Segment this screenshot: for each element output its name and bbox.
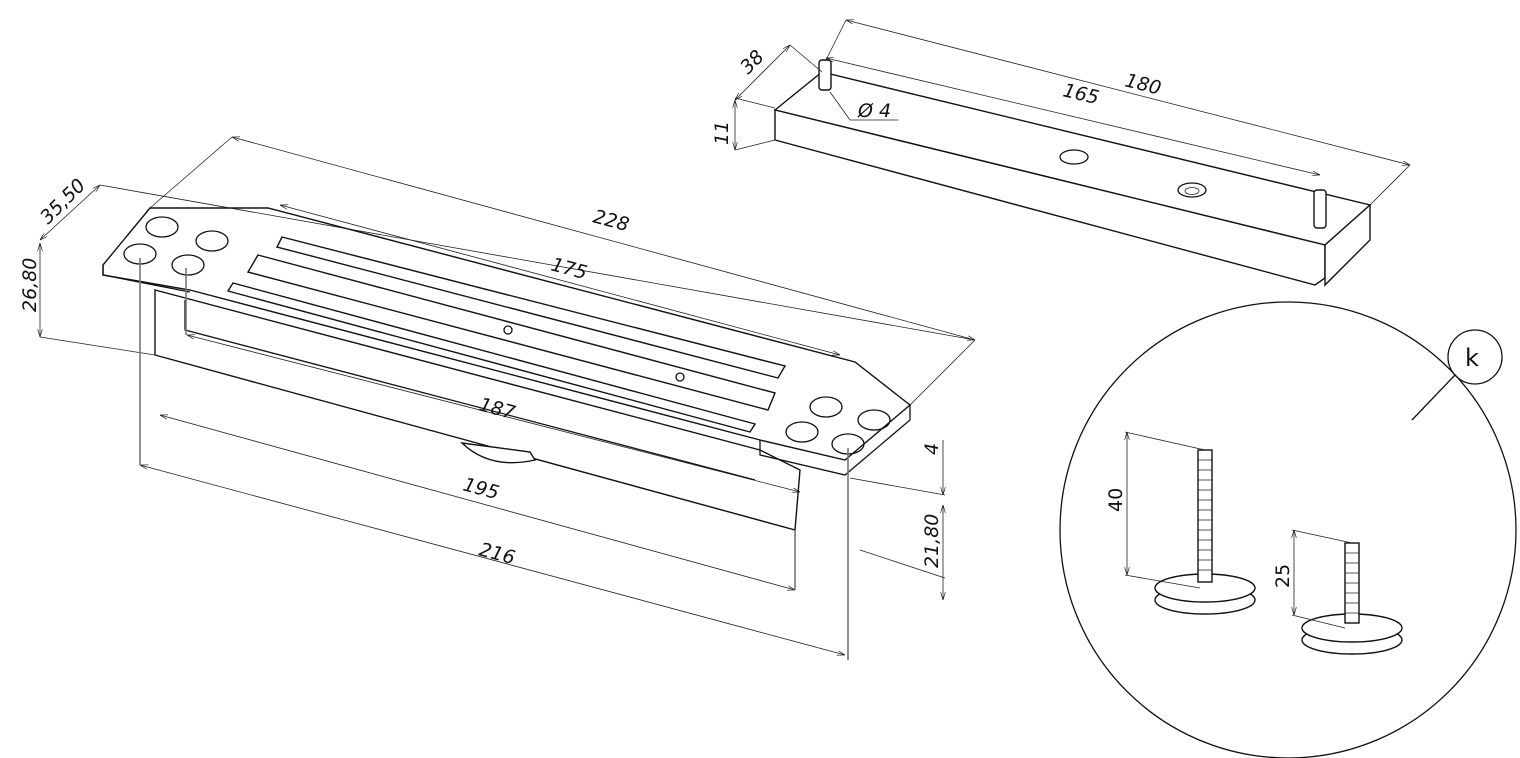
- dim-short-bolt: 25: [1272, 564, 1294, 588]
- dim-strike-width: 38: [736, 46, 769, 79]
- detail-view: [1059, 301, 1517, 758]
- dim-strike-length: 180: [1123, 70, 1164, 100]
- short-bolt: [1301, 542, 1403, 655]
- dim-strike-height: 11: [711, 121, 733, 145]
- dim-mount-length: 216: [477, 539, 518, 570]
- dim-plate-thickness: 4: [921, 443, 943, 455]
- dim-body-height: 21,80: [921, 514, 943, 568]
- magnet-lock: [40, 137, 975, 660]
- dim-magnet-height: 26,80: [19, 258, 41, 312]
- dim-long-bolt: 40: [1105, 488, 1127, 512]
- dim-pin-diameter: Ø 4: [857, 100, 891, 122]
- dim-overall-length: 228: [591, 206, 632, 237]
- dim-face-length: 175: [549, 254, 590, 285]
- strike-plate: [735, 20, 1410, 287]
- long-bolt: [1154, 449, 1256, 615]
- mounting-holes: [123, 216, 891, 455]
- detail-label: k: [1465, 344, 1479, 372]
